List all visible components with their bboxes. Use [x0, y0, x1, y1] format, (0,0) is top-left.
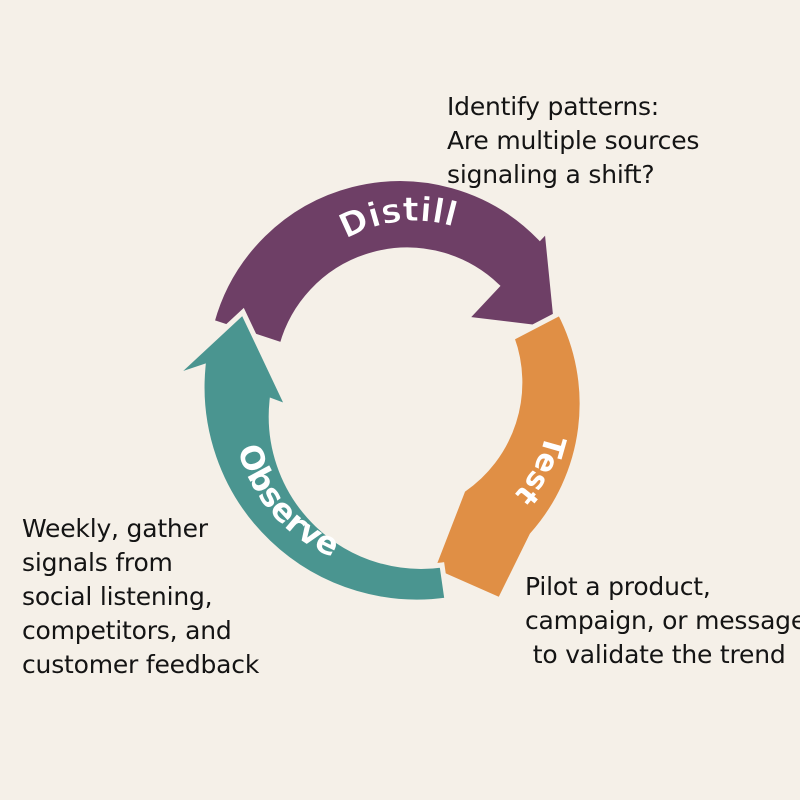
- test-description-line: Pilot a product,: [525, 572, 711, 601]
- test-description-line: to validate the trend: [525, 640, 786, 669]
- test-arrow: [428, 309, 585, 604]
- observe-description: Weekly, gather signals from social liste…: [22, 512, 259, 682]
- test-description: Pilot a product, campaign, or message to…: [525, 570, 800, 672]
- distill-description-line: Identify patterns:: [447, 92, 660, 121]
- test-description-line: campaign, or message: [525, 606, 800, 635]
- observe-description-line: customer feedback: [22, 650, 260, 679]
- observe-description-line: Weekly, gather: [22, 514, 208, 543]
- distill-description-line: signaling a shift?: [447, 160, 655, 189]
- observe-description-line: social listening,: [22, 582, 213, 611]
- observe-description-line: competitors, and: [22, 616, 232, 645]
- observe-description-line: signals from: [22, 548, 173, 577]
- observe-arrow: [171, 307, 450, 605]
- distill-arrow: [208, 176, 560, 349]
- distill-description-line: Are multiple sources: [447, 126, 700, 155]
- distill-description: Identify patterns: Are multiple sources …: [447, 90, 699, 192]
